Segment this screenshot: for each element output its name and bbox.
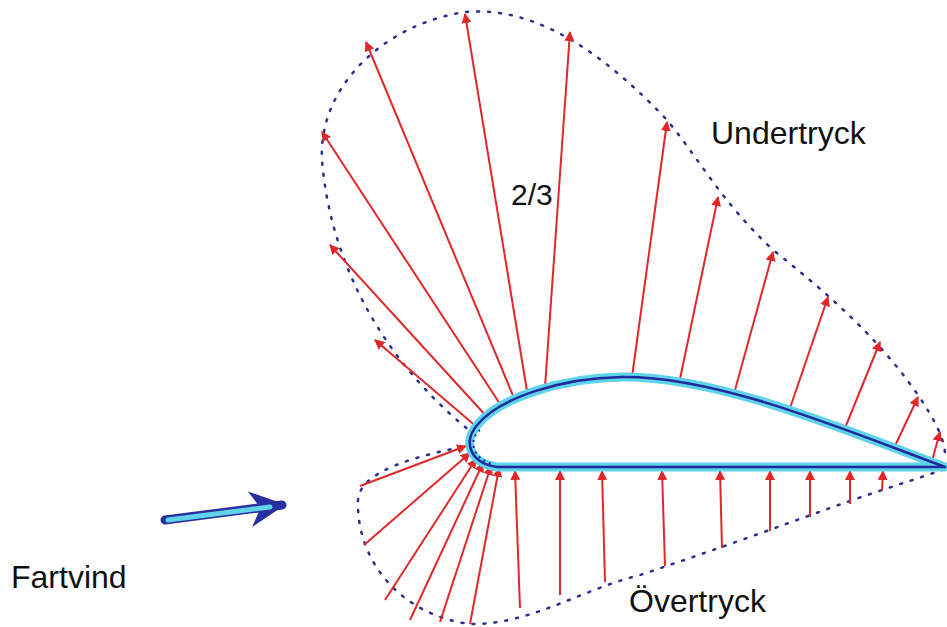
pressure-arrow [322, 132, 502, 407]
pressure-arrows [322, 14, 940, 624]
wind-arrow [165, 505, 282, 520]
pressure-arrow [559, 471, 561, 595]
pressure-arrow [515, 471, 520, 608]
pressure-arrow [680, 197, 718, 379]
pressure-arrow [375, 340, 478, 428]
pressure-arrow [720, 471, 722, 548]
pressure-arrow [470, 468, 499, 624]
pressure-envelope [358, 445, 942, 624]
pressure-arrow [932, 432, 940, 461]
pressure-arrow [809, 471, 811, 517]
stagnation-mark [473, 430, 492, 464]
diagram-label: Undertryck [708, 116, 869, 151]
pressure-arrow [330, 245, 488, 418]
diagram-label: 2/3 [508, 178, 556, 211]
pressure-arrow [440, 466, 491, 622]
pressure-arrow [895, 397, 918, 446]
pressure-arrow [790, 297, 828, 408]
pressure-arrow [735, 252, 773, 390]
pressure-arrow [385, 459, 476, 600]
pressure-arrow [769, 471, 771, 531]
pressure-arrow [366, 42, 514, 398]
pressure-arrow [662, 471, 665, 566]
pressure-arrow [632, 122, 667, 377]
airfoil-fill [470, 377, 945, 467]
pressure-arrow [364, 453, 470, 545]
pressure-arrow [602, 471, 605, 582]
wind-arrow-fill [168, 507, 270, 520]
pressure-arrow [845, 342, 880, 428]
pressure-arrow [882, 471, 883, 491]
diagram-label: Övertryck [626, 584, 769, 619]
diagram-label: Fartvind [8, 560, 130, 595]
pressure-arrow [410, 463, 483, 620]
pressure-arrow [360, 446, 466, 486]
airfoil-outline [470, 377, 945, 467]
pressure-arrow [849, 471, 851, 504]
